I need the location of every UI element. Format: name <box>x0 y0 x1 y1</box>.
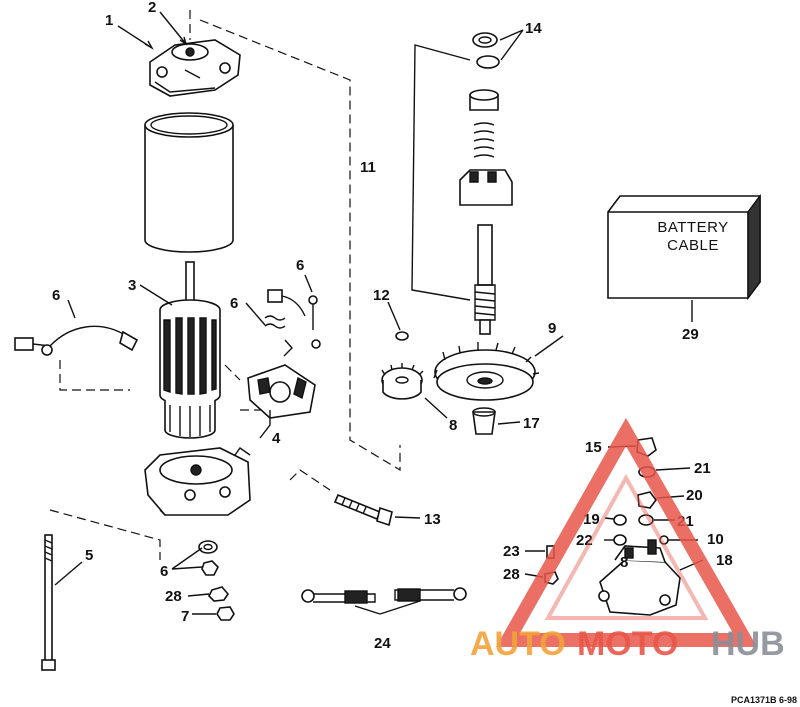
label-part-6-washer: 6 <box>160 563 168 580</box>
label-part-2: 2 <box>148 0 156 16</box>
small-parts-12-17 <box>395 331 496 435</box>
label-part-21a: 21 <box>694 460 711 477</box>
watermark-hub: HUB <box>711 625 785 663</box>
footer-code: PCA1371B 6-98 <box>731 695 797 705</box>
label-part-28-right: 28 <box>503 566 520 583</box>
label-part-7: 7 <box>181 608 189 625</box>
drive-gear <box>433 342 540 401</box>
label-part-6-lead: 6 <box>52 287 60 304</box>
watermark-text: AUTO MOTO HUB <box>470 625 785 663</box>
watermark-moto: MOTO <box>577 625 678 663</box>
pinion-gear <box>381 363 424 400</box>
label-part-6-screw: 6 <box>296 257 304 274</box>
label-part-23: 23 <box>503 543 520 560</box>
jumper-cables <box>301 587 467 604</box>
field-lead-cable <box>14 325 139 356</box>
brush-plate <box>247 364 316 419</box>
label-part-4: 4 <box>272 430 281 447</box>
battery-box-line2: CABLE <box>667 237 719 254</box>
drive-shaft-assembly <box>459 32 513 335</box>
commutator-end-cap <box>144 447 251 516</box>
label-part-29: 29 <box>682 326 699 343</box>
watermark-auto: AUTO <box>470 625 566 663</box>
label-part-13: 13 <box>424 511 441 528</box>
through-bolt <box>41 534 56 671</box>
label-part-20: 20 <box>686 487 703 504</box>
drive-end-cap <box>149 39 241 97</box>
label-part-11: 11 <box>360 159 376 176</box>
label-part-19: 19 <box>583 511 600 528</box>
field-frame <box>144 112 234 253</box>
label-part-5: 5 <box>85 547 93 564</box>
label-part-12: 12 <box>373 287 390 304</box>
label-part-22: 22 <box>576 532 593 549</box>
label-part-17: 17 <box>523 415 540 432</box>
label-part-6-brush: 6 <box>230 295 238 312</box>
label-part-24: 24 <box>374 635 391 652</box>
hardware-washers-nuts <box>198 540 235 621</box>
label-part-1: 1 <box>105 12 113 29</box>
label-part-15: 15 <box>585 439 602 456</box>
label-part-14: 14 <box>525 20 542 37</box>
label-part-10: 10 <box>707 531 724 548</box>
label-part-3: 3 <box>128 277 136 294</box>
mounting-bolt <box>333 493 393 527</box>
leader-lines <box>54 11 704 615</box>
armature <box>159 261 221 439</box>
battery-box-line1: BATTERY <box>657 219 728 236</box>
label-part-9: 9 <box>548 320 556 337</box>
part-11-bracket <box>411 44 471 301</box>
label-part-18: 18 <box>716 552 733 569</box>
label-part-28-left: 28 <box>165 588 182 605</box>
brush-spring-set <box>264 289 321 357</box>
watermark-triangle <box>495 417 758 647</box>
label-part-8-solenoid: 8 <box>620 554 628 571</box>
battery-cable-box <box>607 193 761 301</box>
label-part-8: 8 <box>449 417 457 434</box>
